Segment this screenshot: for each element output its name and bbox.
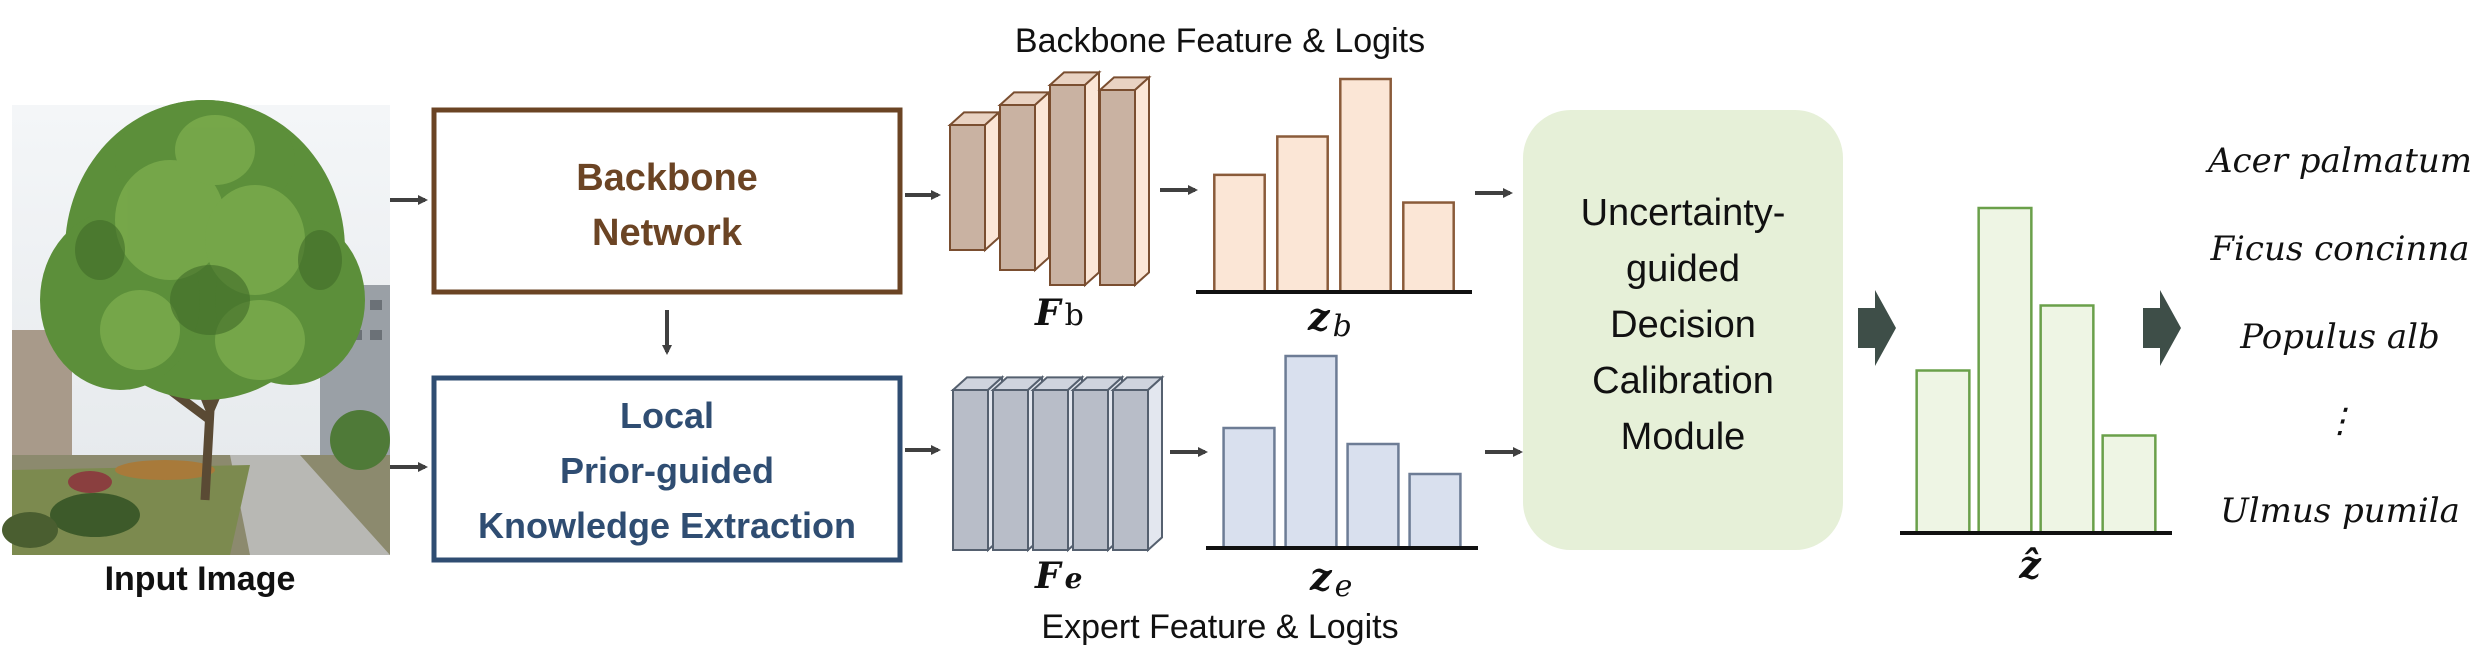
bar — [1213, 173, 1266, 294]
feature-map-slab — [1047, 70, 1102, 288]
feature-map-slab — [947, 110, 1002, 253]
calibration-module-label: Uncertainty-guidedDecisionCalibrationMod… — [1581, 192, 1786, 458]
class-label: Populus alb — [2239, 317, 2440, 357]
input-image — [2, 100, 390, 555]
feature-map-slab — [997, 90, 1052, 273]
module-label-line: Decision — [1610, 304, 1756, 346]
input-image-caption: Input Image — [105, 560, 296, 598]
class-label: ⋮ — [2323, 401, 2357, 441]
calibrated-logits-chart — [1900, 206, 2172, 535]
expert-logits-chart — [1206, 354, 1478, 550]
bar — [1977, 206, 2033, 535]
expert-label-line3: Knowledge Extraction — [478, 505, 856, 546]
calibrated-logits-symbol: ẑ — [2018, 542, 2042, 587]
class-label: Ulmus pumila — [2220, 491, 2460, 531]
calibration-module-box — [1523, 110, 1843, 550]
expert-feature-title: Expert Feature & Logits — [1041, 608, 1398, 646]
backbone-network-box — [431, 107, 903, 295]
backbone-feature-title: Backbone Feature & Logits — [1015, 22, 1425, 60]
module-label-line: Uncertainty- — [1581, 192, 1786, 234]
class-label: Acer palmatum — [2205, 141, 2472, 181]
class-label: Ficus concinna — [2209, 229, 2469, 269]
module-label-line: Module — [1621, 416, 1746, 458]
bar — [2101, 434, 2157, 535]
big-arrow-module-to-output — [1858, 290, 1896, 366]
module-label-line: guided — [1626, 248, 1740, 290]
backbone-logits-chart — [1196, 77, 1472, 294]
backbone-label-line1: Backbone — [576, 157, 758, 199]
bar — [1339, 77, 1392, 294]
bar — [1915, 369, 1971, 535]
backbone-feature-maps — [947, 70, 1152, 288]
bar — [1284, 354, 1338, 550]
feature-map-slab — [1097, 75, 1152, 288]
backbone-label-line2: Network — [592, 212, 743, 254]
feature-map-slab — [1110, 375, 1165, 553]
expert-label-line1: Local — [620, 395, 714, 436]
bar — [2039, 304, 2095, 535]
bar — [1402, 201, 1455, 294]
bar — [1222, 426, 1276, 550]
expert-label-line2: Prior-guided — [560, 450, 774, 491]
bar — [1408, 472, 1462, 550]
bar — [1276, 135, 1329, 294]
expert-feature-maps — [950, 375, 1165, 553]
knowledge-extraction-box — [431, 375, 903, 563]
big-arrow-output-to-classes — [2143, 290, 2181, 366]
bar — [1346, 442, 1400, 550]
module-label-line: Calibration — [1592, 360, 1774, 402]
